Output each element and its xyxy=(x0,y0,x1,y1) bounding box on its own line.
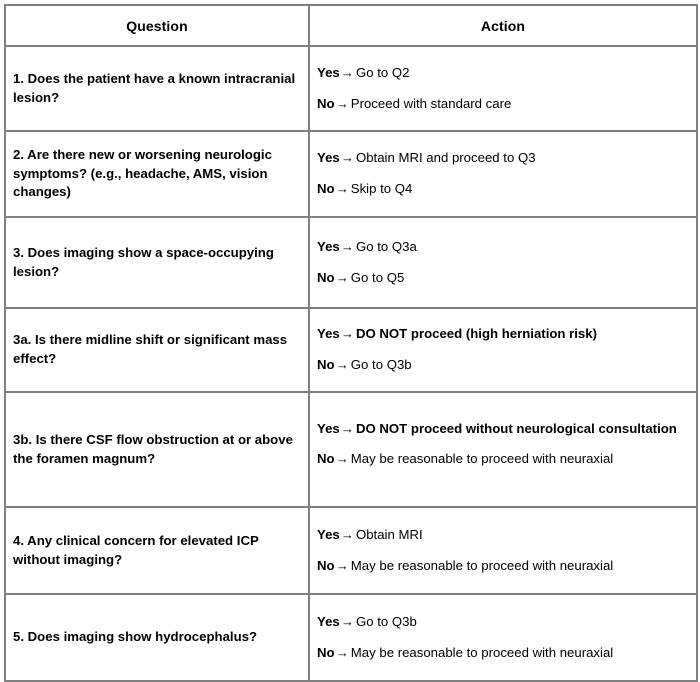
action-text: DO NOT proceed without neurological cons… xyxy=(355,420,677,436)
action-line-no: No→Go to Q3b xyxy=(317,356,690,375)
arrow-right-icon: → xyxy=(340,613,354,629)
action-line-yes: Yes→Go to Q2 xyxy=(317,64,690,83)
table-row: 3b. Is there CSF flow obstruction at or … xyxy=(4,391,698,508)
arrow-right-icon: → xyxy=(340,238,354,254)
question-cell-q3a: 3a. Is there midline shift or significan… xyxy=(4,307,310,393)
action-text: May be reasonable to proceed with neurax… xyxy=(350,450,614,466)
action-text: Skip to Q4 xyxy=(350,181,413,196)
table-row: 2. Are there new or worsening neurologic… xyxy=(4,130,698,218)
action-cell-q3b: Yes→DO NOT proceed without neurological … xyxy=(308,391,698,508)
table-header: Question Action xyxy=(4,4,698,47)
action-line-yes: Yes→DO NOT proceed (high herniation risk… xyxy=(317,325,690,344)
answer-key: No xyxy=(317,644,335,660)
answer-key: Yes xyxy=(317,150,340,166)
answer-key: No xyxy=(317,450,335,466)
table-row: 1. Does the patient have a known intracr… xyxy=(4,45,698,132)
arrow-right-icon: → xyxy=(335,644,349,660)
answer-key: Yes xyxy=(317,64,340,80)
action-text: DO NOT proceed (high herniation risk) xyxy=(355,326,597,342)
header-row: Question Action xyxy=(4,4,698,47)
table-row: 5. Does imaging show hydrocephalus?Yes→G… xyxy=(4,593,698,682)
action-text: Go to Q3b xyxy=(350,357,412,372)
arrow-right-icon: → xyxy=(335,95,349,111)
question-cell-q2: 2. Are there new or worsening neurologic… xyxy=(4,130,310,218)
action-line-no: No→Go to Q5 xyxy=(317,269,690,288)
action-line-yes: Yes→DO NOT proceed without neurological … xyxy=(317,420,690,439)
answer-key: Yes xyxy=(317,613,340,629)
answer-key: Yes xyxy=(317,326,340,342)
action-text: Obtain MRI and proceed to Q3 xyxy=(355,150,536,166)
action-line-no: No→Proceed with standard care xyxy=(317,95,690,114)
action-text: Go to Q2 xyxy=(355,64,410,80)
answer-key: No xyxy=(317,357,335,372)
action-cell-q3a: Yes→DO NOT proceed (high herniation risk… xyxy=(308,307,698,393)
answer-key: No xyxy=(317,269,335,285)
action-text: Go to Q3b xyxy=(355,613,417,629)
table-body: 1. Does the patient have a known intracr… xyxy=(4,45,698,682)
arrow-right-icon: → xyxy=(335,357,349,372)
question-cell-q5: 5. Does imaging show hydrocephalus? xyxy=(4,593,310,682)
arrow-right-icon: → xyxy=(340,526,354,542)
arrow-right-icon: → xyxy=(340,64,354,80)
table-row: 3. Does imaging show a space-occupying l… xyxy=(4,216,698,309)
table-row: 4. Any clinical concern for elevated ICP… xyxy=(4,506,698,595)
action-text: May be reasonable to proceed with neurax… xyxy=(350,557,614,573)
question-cell-q1: 1. Does the patient have a known intracr… xyxy=(4,45,310,132)
column-header-action: Action xyxy=(308,4,698,47)
action-text: May be reasonable to proceed with neurax… xyxy=(350,644,614,660)
answer-key: Yes xyxy=(317,526,340,542)
answer-key: No xyxy=(317,95,335,111)
arrow-right-icon: → xyxy=(335,450,349,466)
clinical-decision-table: Question Action 1. Does the patient have… xyxy=(4,4,698,682)
action-line-yes: Yes→Go to Q3a xyxy=(317,238,690,257)
question-cell-q3: 3. Does imaging show a space-occupying l… xyxy=(4,216,310,309)
table-row: 3a. Is there midline shift or significan… xyxy=(4,307,698,393)
arrow-right-icon: → xyxy=(340,326,354,342)
answer-key: Yes xyxy=(317,238,340,254)
action-line-yes: Yes→Go to Q3b xyxy=(317,613,690,632)
arrow-right-icon: → xyxy=(335,557,349,573)
document-sheet: Question Action 1. Does the patient have… xyxy=(4,4,698,682)
question-cell-q4: 4. Any clinical concern for elevated ICP… xyxy=(4,506,310,595)
action-line-no: No→May be reasonable to proceed with neu… xyxy=(317,557,690,576)
action-line-no: No→Skip to Q4 xyxy=(317,180,690,199)
answer-key: No xyxy=(317,557,335,573)
arrow-right-icon: → xyxy=(340,150,354,166)
arrow-right-icon: → xyxy=(340,420,354,436)
answer-key: No xyxy=(317,181,335,196)
action-text: Obtain MRI xyxy=(355,526,423,542)
action-text: Go to Q3a xyxy=(355,238,417,254)
action-text: Go to Q5 xyxy=(350,269,405,285)
action-line-yes: Yes→Obtain MRI and proceed to Q3 xyxy=(317,149,690,168)
column-header-question: Question xyxy=(4,4,310,47)
arrow-right-icon: → xyxy=(335,269,349,285)
action-line-yes: Yes→Obtain MRI xyxy=(317,526,690,545)
answer-key: Yes xyxy=(317,420,340,436)
action-line-no: No→May be reasonable to proceed with neu… xyxy=(317,644,690,663)
question-cell-q3b: 3b. Is there CSF flow obstruction at or … xyxy=(4,391,310,508)
action-line-no: No→May be reasonable to proceed with neu… xyxy=(317,450,690,469)
action-text: Proceed with standard care xyxy=(350,95,512,111)
arrow-right-icon: → xyxy=(335,181,349,196)
